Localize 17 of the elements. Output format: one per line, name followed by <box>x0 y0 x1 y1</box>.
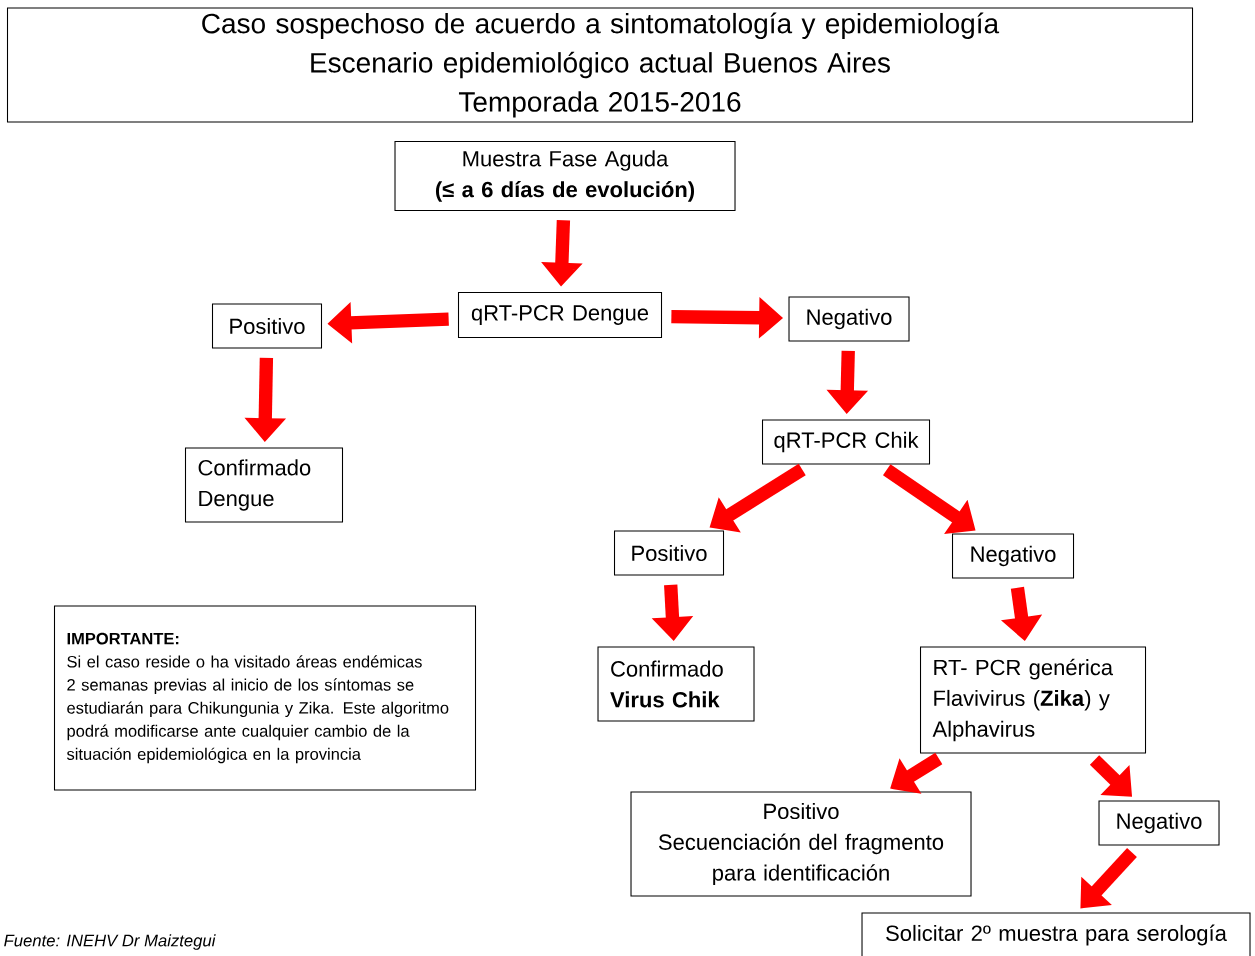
result-box: Negativo <box>788 296 910 342</box>
process-box: qRT-PCR Chik <box>761 419 931 465</box>
note-box: IMPORTANTE: Si el caso reside o ha visitado áreas endémicas 2 semanas previas al inicio de los síntomas se estudiarán para Chikungunia y Zika. Este algoritmo podrá modificarse ante cualquier cambio de la situación epidemiológica en la provincia <box>53 605 477 791</box>
process-box: qRT-PCR Dengue <box>457 291 663 339</box>
source-note: Fuente: INEHV Dr Maiztegui <box>4 934 216 950</box>
title-box: Caso sospechoso de acuerdo a sintomatología y epidemiología Escenario epidemiológico actual Buenos Aires Temporada 2015-2016 <box>6 7 1194 123</box>
result-box: Positivo <box>613 530 725 576</box>
result-box: Confirmado Virus Chik <box>597 646 755 722</box>
result-box: Confirmado Dengue <box>184 447 344 523</box>
process-box: RT- PCR genérica Flavivirus (Zika) y Alphavirus <box>919 646 1147 754</box>
process-box: Solicitar 2º muestra para serología <box>861 912 1251 956</box>
arrow <box>1080 847 1137 909</box>
result-box: Positivo Secuenciación del fragmento para identificación <box>630 791 972 897</box>
result-box: Negativo <box>1098 800 1220 846</box>
process-box: Muestra Fase Aguda (≤ a 6 días de evolución) <box>394 140 736 212</box>
result-box: Negativo <box>951 533 1075 579</box>
result-box: Positivo <box>211 303 323 349</box>
